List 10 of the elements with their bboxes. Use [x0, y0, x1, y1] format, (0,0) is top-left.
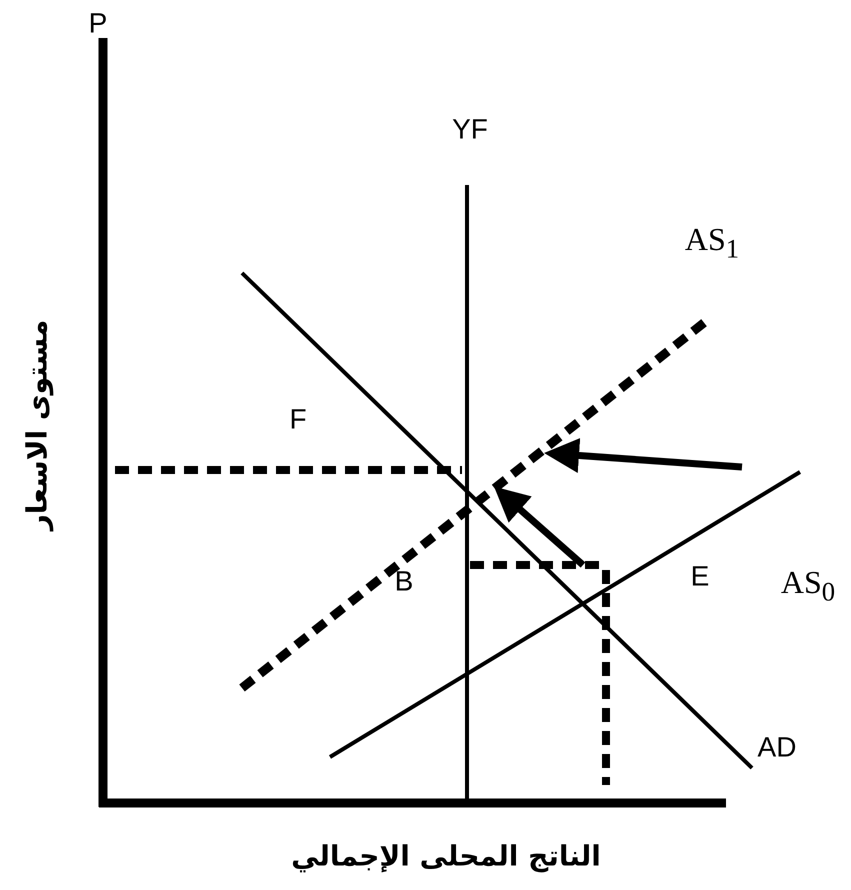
axis-title: الناتج المحلى الإجمالي: [291, 842, 601, 872]
axis-title: مستوى الاسعار: [22, 320, 54, 530]
axis-label: P: [88, 8, 108, 40]
curve-label: AS$_{1}$: [684, 222, 740, 264]
curve-label: AD: [758, 732, 796, 764]
point-label: B: [394, 566, 414, 598]
curve-label: YF: [452, 114, 488, 146]
point-label: E: [690, 562, 710, 592]
curve-label: AS$_{0}$: [780, 565, 836, 607]
point-label: F: [289, 404, 307, 436]
